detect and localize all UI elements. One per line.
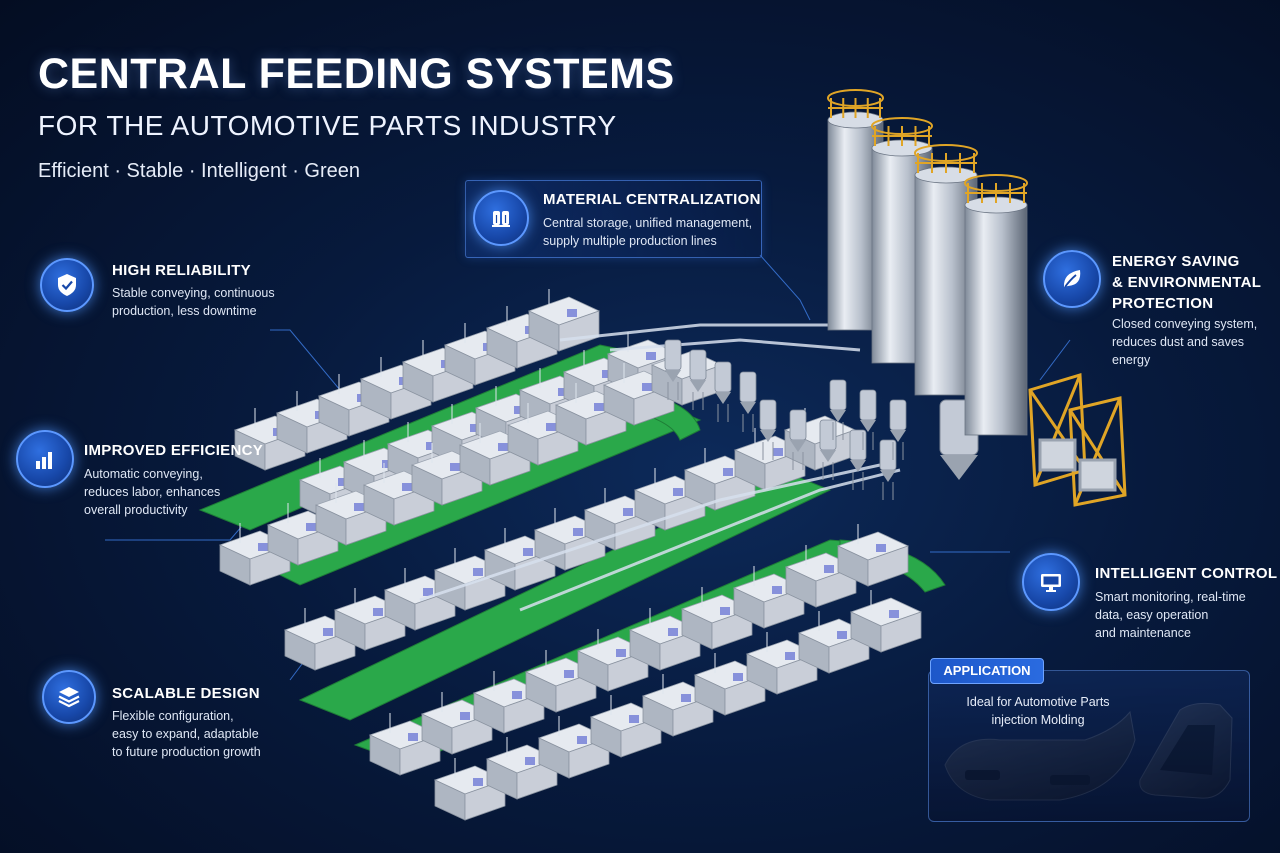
desc-line: Central storage, unified management, — [543, 216, 753, 230]
energy-saving-title: ENERGY SAVING & ENVIRONMENTAL PROTECTION — [1112, 251, 1261, 314]
desc-line: energy — [1112, 353, 1151, 367]
hopper-dryer — [849, 429, 867, 490]
desc-line: supply multiple production lines — [543, 234, 717, 248]
application-desc: Ideal for Automotive Parts injection Mol… — [948, 693, 1128, 729]
hopper-dryer — [759, 399, 777, 460]
tagline: Efficient · Stable · Intelligent · Green — [38, 160, 361, 182]
hopper-dryer — [689, 349, 707, 410]
bar-chart-icon — [16, 430, 74, 488]
improved-efficiency-desc: Automatic conveying, reduces labor, enha… — [84, 465, 264, 519]
desc-line: and maintenance — [1095, 626, 1191, 640]
improved-efficiency-title: IMPROVED EFFICIENCY — [84, 442, 264, 459]
monitor-icon — [1022, 553, 1080, 611]
silo-cage — [914, 144, 978, 173]
desc-line: overall productivity — [84, 503, 188, 517]
energy-saving-desc: Closed conveying system, reduces dust an… — [1112, 315, 1272, 369]
desc-line: data, easy operation — [1095, 608, 1209, 622]
page-title: CENTRAL FEEDING SYSTEMS — [38, 50, 675, 98]
injection-machine — [527, 289, 601, 352]
title-line: PROTECTION — [1112, 295, 1214, 312]
page-subtitle: FOR THE AUTOMOTIVE PARTS INDUSTRY — [38, 110, 617, 141]
storage-silos — [827, 89, 1028, 436]
leaf-icon — [1043, 250, 1101, 308]
feeding-pipes — [419, 323, 901, 612]
hopper-dryer — [789, 409, 807, 470]
silo-cage — [827, 89, 884, 118]
hopper-dryer — [829, 379, 847, 440]
desc-line: Stable conveying, continuous — [112, 286, 275, 300]
title-line: & ENVIRONMENTAL — [1112, 274, 1262, 291]
desc-line: easy to expand, adaptable — [112, 727, 259, 741]
desc-line: injection Molding — [991, 713, 1085, 727]
desc-line: reduces dust and saves — [1112, 335, 1245, 349]
silo-cage — [871, 117, 933, 146]
desc-line: Automatic conveying, — [84, 467, 203, 481]
desc-line: to future production growth — [112, 745, 261, 759]
hopper-dryer — [879, 439, 897, 500]
desc-line: Smart monitoring, real-time — [1095, 590, 1246, 604]
silo-icon — [473, 190, 529, 246]
desc-line: Ideal for Automotive Parts — [966, 695, 1110, 709]
application-panel — [928, 670, 1250, 822]
bulk-bag-stations — [1028, 373, 1127, 507]
application-badge: APPLICATION — [930, 658, 1044, 684]
high-reliability-title: HIGH RELIABILITY — [112, 262, 251, 279]
high-reliability-desc: Stable conveying, continuous production,… — [112, 284, 312, 320]
silo-cage — [964, 174, 1028, 203]
layers-icon — [42, 670, 96, 724]
desc-line: Closed conveying system, — [1112, 317, 1258, 331]
hopper-dryer — [739, 371, 757, 432]
title-line: ENERGY SAVING — [1112, 253, 1240, 270]
injection-machines — [218, 289, 923, 821]
hopper-dryer — [819, 419, 837, 480]
injection-machine — [836, 524, 910, 587]
material-centralization-title: MATERIAL CENTRALIZATION — [543, 191, 761, 208]
scalable-design-title: SCALABLE DESIGN — [112, 685, 260, 702]
desc-line: production, less downtime — [112, 304, 257, 318]
intelligent-control-desc: Smart monitoring, real-time data, easy o… — [1095, 588, 1265, 642]
hopper-dryer — [889, 399, 907, 460]
hopper-dryer — [664, 339, 682, 400]
hopper-dryer — [714, 361, 732, 422]
shield-check-icon — [40, 258, 94, 312]
desc-line: reduces labor, enhances — [84, 485, 221, 499]
cyclone-tank-cone — [940, 455, 978, 480]
injection-machine — [849, 590, 923, 653]
storage-silo — [964, 174, 1028, 436]
hopper-dryer — [859, 389, 877, 450]
material-centralization-desc: Central storage, unified management, sup… — [543, 214, 758, 250]
scalable-design-desc: Flexible configuration, easy to expand, … — [112, 707, 312, 761]
desc-line: Flexible configuration, — [112, 709, 234, 723]
intelligent-control-title: INTELLIGENT CONTROL — [1095, 565, 1278, 582]
